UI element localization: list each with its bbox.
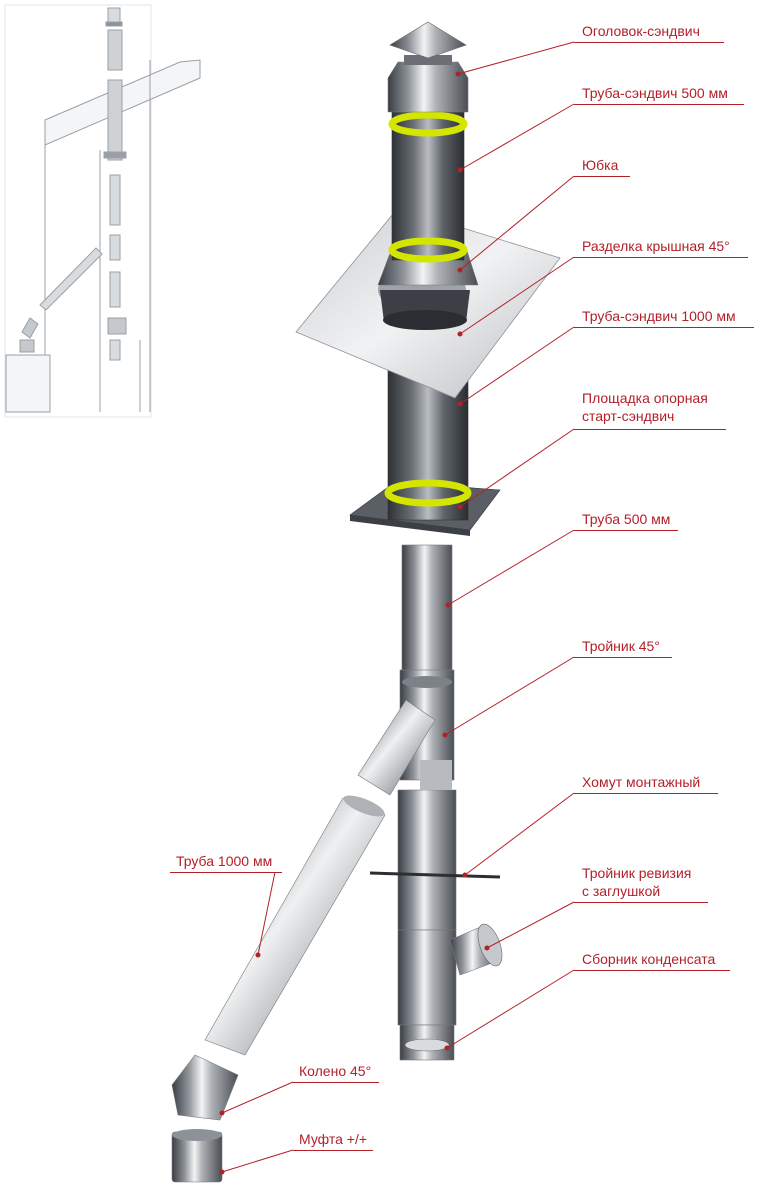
label-underline bbox=[574, 970, 730, 971]
label-underline bbox=[574, 327, 754, 328]
label-underline bbox=[574, 429, 726, 430]
label-clamp: Хомут монтажный bbox=[582, 774, 701, 790]
label-coupling: Муфта +/+ bbox=[299, 1131, 368, 1147]
label-underline bbox=[574, 657, 672, 658]
label-skirt: Юбка bbox=[582, 157, 619, 173]
label-revision-line1: Тройник ревизия bbox=[582, 865, 692, 881]
label-underline bbox=[574, 42, 724, 43]
label-support-line2: старт-сэндвич bbox=[582, 408, 675, 424]
label-revision-line2: с заглушкой bbox=[582, 883, 661, 899]
label-condensate: Сборник конденсата bbox=[582, 951, 716, 967]
label-underline bbox=[574, 257, 748, 258]
label-pipe-1000: Труба 1000 мм bbox=[176, 853, 273, 869]
label-support-line1: Площадка опорная bbox=[582, 390, 708, 406]
label-pipe-500: Труба 500 мм bbox=[582, 511, 671, 527]
label-underline bbox=[574, 176, 630, 177]
inset-schematic bbox=[4, 4, 201, 418]
label-underline bbox=[170, 872, 282, 873]
chimney-assembly bbox=[171, 21, 561, 1183]
label-cap: Оголовок-сэндвич bbox=[582, 23, 700, 39]
label-underline bbox=[574, 530, 678, 531]
label-underline bbox=[574, 793, 718, 794]
label-underline bbox=[293, 1150, 373, 1151]
label-sandwich-500: Труба-сэндвич 500 мм bbox=[582, 85, 728, 101]
label-elbow-45: Колено 45° bbox=[299, 1063, 372, 1079]
label-underline bbox=[574, 104, 744, 105]
label-roof-cut: Разделка крышная 45° bbox=[582, 238, 730, 254]
label-underline bbox=[293, 1082, 379, 1083]
label-sandwich-1000: Труба-сэндвич 1000 мм bbox=[582, 308, 736, 324]
label-underline bbox=[574, 902, 708, 903]
leader-lines bbox=[219, 41, 575, 1175]
label-tee-45: Тройник 45° bbox=[582, 638, 660, 654]
